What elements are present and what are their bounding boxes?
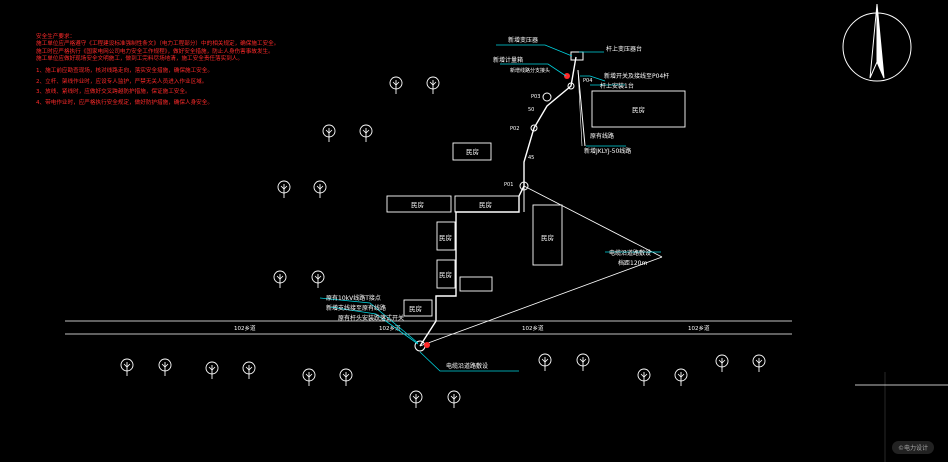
t-point-marker-icon bbox=[424, 342, 430, 348]
tree-icon bbox=[447, 390, 461, 408]
label: 新增JKLYJ-50线路 bbox=[584, 147, 631, 155]
north-arrow-icon bbox=[842, 3, 912, 82]
labels: 新增变压器 杆上变压器台 新增计量箱 新增线路分支接头 新增开关及接线至P04杆… bbox=[326, 36, 669, 370]
tree-icon bbox=[715, 354, 729, 372]
tree-icon bbox=[158, 358, 172, 376]
pole-label: P02 bbox=[510, 126, 519, 132]
new-pole-marker-icon bbox=[564, 73, 570, 79]
label: 档距120m bbox=[618, 259, 647, 267]
notes-preamble-line: 施工时应严格执行《国家电网公司电力安全工作规程》，做好安全措施，防止人身伤害事故… bbox=[36, 48, 274, 55]
label: 电缆沿道路敷设 bbox=[446, 362, 488, 370]
transformer-icon bbox=[570, 51, 584, 61]
notes-preamble-line: 施工单位应严格遵守《工程建设标准强制性条文》（电力工程部分）中的相关规定，确保施… bbox=[36, 41, 280, 48]
building-label: 民房 bbox=[479, 200, 492, 209]
label: 原有线路 bbox=[590, 132, 614, 140]
label: 原有10kV线路T接点 bbox=[326, 294, 381, 302]
tree-icon bbox=[302, 368, 316, 386]
tree-icon bbox=[359, 124, 373, 142]
pole-label: P01 bbox=[504, 182, 513, 188]
building-label: 民房 bbox=[466, 147, 479, 156]
safety-notes: 安全生产要求： 施工单位应严格遵守《工程建设标准强制性条文》（电力工程部分）中的… bbox=[36, 34, 366, 111]
poles bbox=[414, 51, 584, 352]
building-label: 民房 bbox=[632, 105, 645, 114]
building-label: 民房 bbox=[541, 233, 554, 242]
tree-icon bbox=[273, 270, 287, 288]
tree-icon bbox=[538, 353, 552, 371]
building-label: 民房 bbox=[409, 304, 422, 313]
segment-label: 50 bbox=[528, 107, 534, 113]
tree-icon bbox=[409, 390, 423, 408]
label: 原有杆头安装跌落式开关 bbox=[338, 314, 404, 322]
segment-label: 45 bbox=[528, 155, 534, 161]
tree-icon bbox=[242, 361, 256, 379]
notes-item: 2、立杆、架线作业时，应设专人监护，严禁无关人员进入作业区域。 bbox=[36, 78, 208, 85]
road-label: 102乡道 bbox=[688, 324, 710, 332]
pole-label: P04 bbox=[583, 78, 592, 84]
tree-icons bbox=[120, 76, 766, 408]
tree-icon bbox=[752, 354, 766, 372]
building-label: 民房 bbox=[411, 200, 424, 209]
label: 电缆沿道路敷设 bbox=[609, 249, 651, 257]
tree-icon bbox=[120, 358, 134, 376]
tree-icon bbox=[426, 76, 440, 94]
power-line-route bbox=[419, 56, 663, 347]
road-label: 102乡道 bbox=[234, 324, 256, 332]
label: 新增线路分支接头 bbox=[510, 67, 550, 74]
tree-icon bbox=[313, 180, 327, 198]
tree-icon bbox=[322, 124, 336, 142]
tree-icon bbox=[576, 353, 590, 371]
notes-title: 安全生产要求： bbox=[36, 34, 76, 40]
building-label: 民房 bbox=[439, 233, 452, 242]
label: 杆上安装1台 bbox=[600, 82, 634, 90]
label: 杆上变压器台 bbox=[606, 45, 642, 53]
road-label: 102乡道 bbox=[522, 324, 544, 332]
notes-preamble-line: 施工单位应做好现场安全文明施工，做到工完料尽场地清，施工安全责任落实到人。 bbox=[36, 56, 243, 63]
buildings: 民房 民房 民房 民房 民房 民房 民房 民房 bbox=[386, 90, 686, 317]
notes-item: 4、带电作业时，应严格执行安全规定，做好防护措施，确保人身安全。 bbox=[36, 100, 213, 107]
tree-icon bbox=[277, 180, 291, 198]
road-label: 102乡道 bbox=[379, 324, 401, 332]
tree-icon bbox=[339, 368, 353, 386]
tree-icon bbox=[205, 361, 219, 379]
tree-icon bbox=[311, 270, 325, 288]
watermark: ©电力设计 bbox=[891, 441, 934, 454]
notes-item: 1、施工前应勘查现场，核对线路走向，落实安全措施，确保施工安全。 bbox=[36, 67, 213, 74]
label: 新增计量箱 bbox=[493, 56, 523, 64]
label: 新增变压器 bbox=[508, 36, 538, 44]
notes-item: 3、放线、紧线时，应做好交叉跨越防护措施，保证施工安全。 bbox=[36, 89, 191, 96]
tree-icon bbox=[637, 368, 651, 386]
building-label: 民房 bbox=[439, 270, 452, 279]
pole-label: P03 bbox=[531, 94, 540, 100]
label: 新增开关及接线至P04杆 bbox=[604, 72, 669, 80]
label: 新增支线接至原有线路 bbox=[326, 304, 386, 312]
tree-icon bbox=[389, 76, 403, 94]
leader-lines bbox=[319, 44, 661, 372]
tree-icon bbox=[674, 368, 688, 386]
